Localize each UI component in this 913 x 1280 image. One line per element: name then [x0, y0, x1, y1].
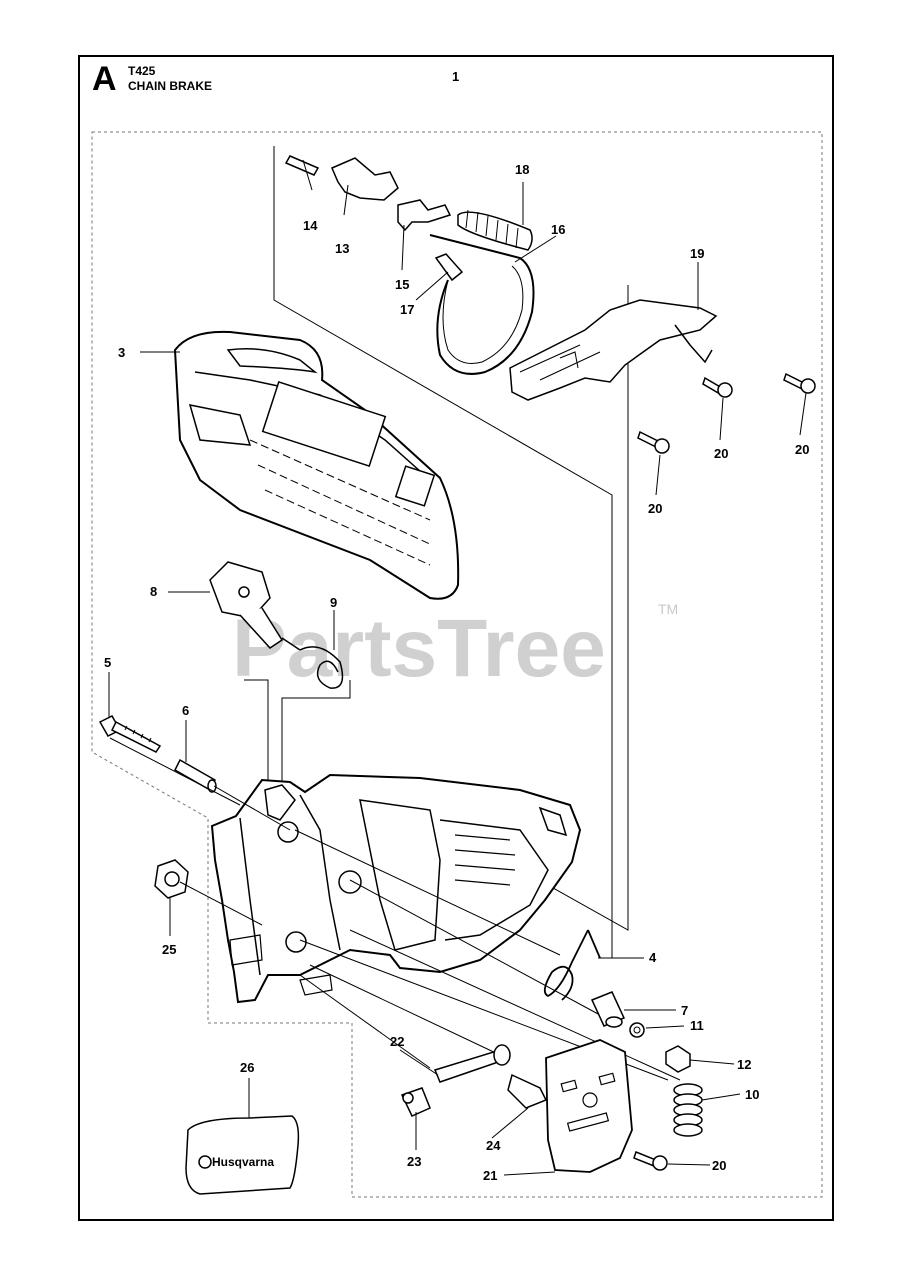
callout-20-d: 20 — [712, 1158, 726, 1173]
bolt-and-sleeve — [98, 715, 217, 793]
callout-5: 5 — [104, 655, 111, 670]
decal-logo-text: Husqvarna — [212, 1155, 274, 1169]
diagram-frame — [78, 55, 834, 1221]
nut-25 — [154, 859, 189, 899]
callout-12: 12 — [737, 1057, 751, 1072]
model-label: T425 — [128, 64, 156, 78]
callout-25: 25 — [162, 942, 176, 957]
callout-17: 17 — [400, 302, 414, 317]
spring-9 — [299, 646, 344, 689]
screw-20-a — [637, 430, 670, 454]
guard-plate-21 — [545, 1039, 633, 1173]
callout-6: 6 — [182, 703, 189, 718]
nut-12 — [665, 1045, 691, 1073]
brake-band-16 — [429, 234, 535, 375]
callout-18: 18 — [515, 162, 529, 177]
callout-11: 11 — [690, 1018, 704, 1033]
watermark-tm: TM — [658, 601, 678, 617]
screw-20-b — [702, 376, 733, 398]
callout-24: 24 — [486, 1138, 501, 1153]
pins-22-24 — [299, 974, 548, 1117]
sheet-number: 1 — [452, 69, 460, 84]
callout-19: 19 — [690, 246, 704, 261]
callout-8: 8 — [150, 584, 157, 599]
decal-26: Husqvarna — [185, 1115, 300, 1195]
diagram-title: CHAIN BRAKE — [128, 79, 212, 93]
callout-10: 10 — [745, 1087, 759, 1102]
pin-17 — [434, 253, 464, 282]
bracket-lines-8-9 — [244, 679, 351, 790]
brake-linkage-parts — [284, 155, 535, 375]
callout-14: 14 — [303, 218, 318, 233]
screws-20 — [633, 372, 816, 1171]
callout-26: 26 — [240, 1060, 254, 1075]
pin-14 — [284, 155, 320, 176]
main-housing — [210, 773, 582, 1004]
callout-labels: 3 4 5 6 7 8 9 10 11 12 13 14 15 16 17 18… — [104, 162, 809, 1183]
spring-4 — [543, 929, 601, 1001]
pin-24 — [507, 1073, 548, 1109]
callout-7: 7 — [681, 1003, 688, 1018]
screw-20-d — [633, 1151, 668, 1171]
bracket-19 — [509, 299, 718, 401]
assembly-dashed-outline — [91, 131, 823, 1198]
latch-15 — [397, 199, 452, 232]
spring-18 — [457, 211, 533, 251]
small-parts-7-12 — [590, 991, 703, 1137]
section-letter: A — [92, 60, 117, 98]
knob-and-spring — [209, 561, 344, 689]
callout-20-b: 20 — [714, 446, 728, 461]
callout-15: 15 — [395, 277, 409, 292]
chain-brake-cover — [173, 330, 460, 600]
callout-23: 23 — [407, 1154, 421, 1169]
watermark-text: PartsTree — [232, 603, 606, 694]
spring-18-coils — [465, 209, 519, 249]
brake-lever-13 — [331, 157, 399, 201]
callout-9: 9 — [330, 595, 337, 610]
callout-22: 22 — [390, 1034, 404, 1049]
spring-10 — [673, 1083, 703, 1137]
callout-21: 21 — [483, 1168, 497, 1183]
callout-20-a: 20 — [648, 501, 662, 516]
callout-16: 16 — [551, 222, 565, 237]
callout-20-c: 20 — [795, 442, 809, 457]
screw-20-c — [783, 372, 816, 394]
callout-13: 13 — [335, 241, 349, 256]
callout-3: 3 — [118, 345, 125, 360]
callout-leaders — [108, 159, 807, 1176]
callout-4: 4 — [649, 950, 657, 965]
